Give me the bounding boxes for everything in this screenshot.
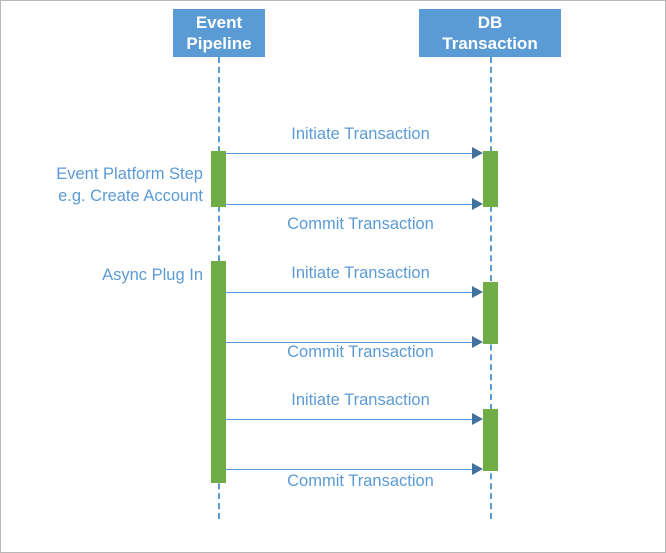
message-line-6 [225,469,480,470]
participant-event-pipeline-line2: Pipeline [186,34,252,53]
participant-event-pipeline[interactable]: Event Pipeline [173,9,265,57]
message-line-2 [225,204,480,205]
participant-db-transaction-line2: Transaction [442,34,538,53]
message-line-1 [225,153,480,154]
message-line-3 [225,292,480,293]
participant-db-transaction[interactable]: DB Transaction [419,9,561,57]
activation-event-pipeline-2 [211,261,226,483]
message-label-3: Initiate Transaction [291,264,430,282]
side-label-async-plug-in-line1: Async Plug In [102,266,203,284]
message-line-5 [225,419,480,420]
side-label-async-plug-in: Async Plug In [25,264,203,286]
message-arrowhead-right-4 [472,336,483,348]
message-arrowhead-right-5 [472,413,483,425]
message-label-1: Initiate Transaction [291,125,430,143]
side-label-event-platform-step-line1: Event Platform Step [56,165,203,183]
message-label-4: Commit Transaction [287,343,434,361]
message-line-4 [225,342,480,343]
participant-event-pipeline-line1: Event [195,13,243,32]
message-arrowhead-right-6 [472,463,483,475]
message-arrowhead-right-1 [472,147,483,159]
message-arrowhead-right-2 [472,198,483,210]
side-label-event-platform-step: Event Platform Step e.g. Create Account [25,163,203,207]
message-label-5: Initiate Transaction [291,391,430,409]
message-arrowhead-right-3 [472,286,483,298]
activation-db-transaction-1 [483,151,498,207]
activation-db-transaction-3 [483,409,498,471]
side-label-event-platform-step-line2: e.g. Create Account [58,187,203,205]
participant-db-transaction-line1: DB [477,13,503,32]
activation-event-pipeline-1 [211,151,226,207]
message-label-6: Commit Transaction [287,472,434,490]
message-label-2: Commit Transaction [287,215,434,233]
activation-db-transaction-2 [483,282,498,344]
